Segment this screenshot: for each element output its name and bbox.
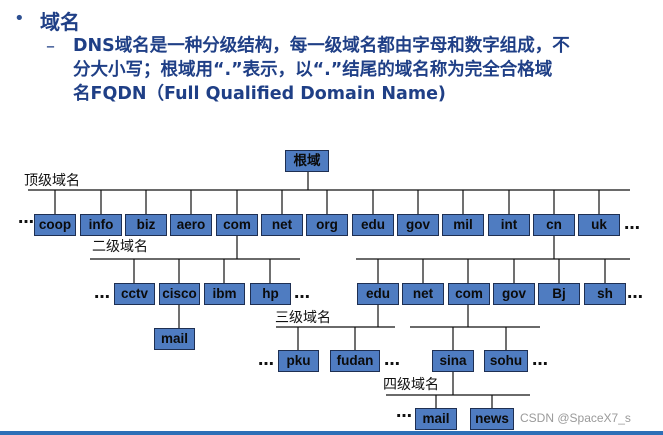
ellipsis-icon: … — [627, 283, 644, 302]
tld-node-mil: mil — [442, 214, 484, 236]
second-level-node-net: net — [402, 283, 444, 305]
section-heading: 域名 — [40, 10, 80, 34]
tld-node-com: com — [216, 214, 258, 236]
ellipsis-icon: … — [396, 402, 413, 421]
tld-node-coop: coop — [34, 214, 76, 236]
third-level-domain-label: 三级域名 — [275, 310, 331, 326]
tld-node-uk: uk — [578, 214, 620, 236]
second-level-node-edu: edu — [357, 283, 399, 305]
ellipsis-icon: … — [94, 283, 111, 302]
tld-node-gov: gov — [397, 214, 439, 236]
third-level-node-sina: sina — [432, 350, 474, 372]
tld-node-aero: aero — [170, 214, 212, 236]
third-level-node-fudan: fudan — [330, 350, 380, 372]
second-level-node-cctv: cctv — [114, 283, 155, 305]
description-paragraph: DNS域名是一种分级结构，每一级域名都由字母和数字组成，不 分大小写；根域用“.… — [73, 34, 653, 106]
tld-node-net: net — [261, 214, 303, 236]
ellipsis-icon: … — [294, 283, 311, 302]
description-line: 名FQDN（Full Qualified Domain Name) — [73, 84, 446, 104]
fourth-level-node-mail: mail — [415, 408, 457, 430]
ellipsis-icon: … — [624, 214, 641, 233]
fourth-level-domain-label: 四级域名 — [383, 377, 439, 393]
third-level-node-pku: pku — [278, 350, 319, 372]
watermark-text: CSDN @SpaceX7_s — [520, 411, 631, 425]
tld-node-cn: cn — [533, 214, 575, 236]
tld-node-int: int — [488, 214, 530, 236]
second-level-node-bj: Bj — [538, 283, 580, 305]
fourth-level-node-news: news — [470, 408, 514, 430]
second-level-node-hp: hp — [250, 283, 291, 305]
bullet-icon: • — [14, 8, 25, 29]
second-level-node-cisco: cisco — [159, 283, 200, 305]
tld-node-org: org — [306, 214, 348, 236]
second-level-node-com: com — [448, 283, 490, 305]
dash-bullet-icon: – — [46, 36, 55, 57]
tld-node-biz: biz — [125, 214, 167, 236]
ellipsis-icon: … — [384, 350, 401, 369]
second-level-node-sh: sh — [584, 283, 626, 305]
top-level-domain-label: 顶级域名 — [24, 173, 80, 189]
third-level-node-sohu: sohu — [484, 350, 528, 372]
description-line: DNS域名是一种分级结构，每一级域名都由字母和数字组成，不 — [73, 36, 570, 56]
bottom-accent-bar — [0, 431, 663, 435]
tld-node-edu: edu — [352, 214, 394, 236]
ellipsis-icon: … — [18, 208, 35, 227]
second-level-node-gov: gov — [493, 283, 535, 305]
root-domain-node: 根域 — [285, 150, 329, 172]
second-level-node-ibm: ibm — [204, 283, 245, 305]
tld-node-info: info — [80, 214, 122, 236]
host-node-mail: mail — [154, 328, 195, 350]
ellipsis-icon: … — [258, 350, 275, 369]
ellipsis-icon: … — [532, 350, 549, 369]
description-line: 分大小写；根域用“.”表示，以“.”结尾的域名称为完全合格域 — [73, 60, 553, 80]
second-level-domain-label: 二级域名 — [92, 239, 148, 255]
